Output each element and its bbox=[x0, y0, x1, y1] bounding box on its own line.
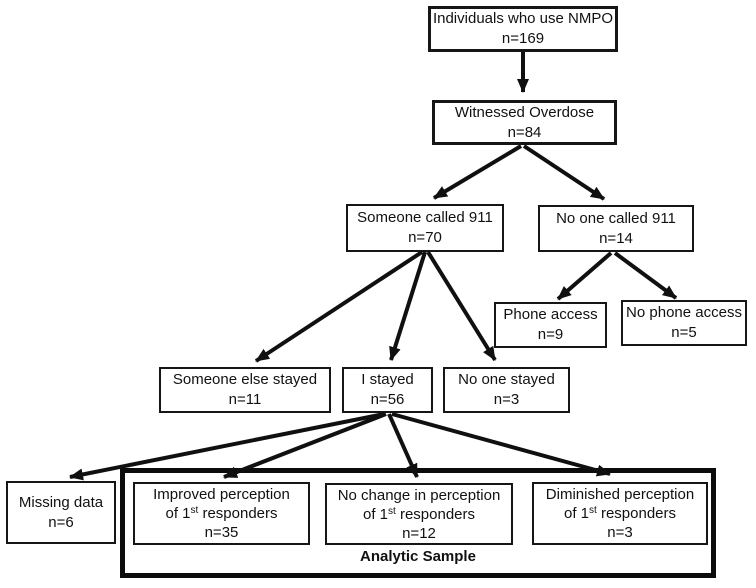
node-count: n=84 bbox=[507, 123, 542, 141]
node-no-change-perception: No change in perception of 1st responder… bbox=[325, 483, 513, 545]
edge-someone-called-to-someone-else-stayed bbox=[254, 250, 424, 363]
node-count: n=70 bbox=[408, 229, 442, 246]
node-no-one-stayed: No one stayed n=3 bbox=[443, 367, 570, 413]
node-no-one-called-911: No one called 911 n=14 bbox=[538, 205, 694, 252]
node-label: Diminished perception bbox=[545, 486, 695, 503]
node-label: Individuals who use NMPO bbox=[432, 10, 614, 27]
node-phone-access: Phone access n=9 bbox=[494, 302, 607, 348]
node-sublabel: of 1st responders bbox=[165, 505, 278, 522]
node-label: I stayed bbox=[361, 371, 414, 388]
node-sublabel: of 1st responders bbox=[362, 505, 476, 523]
node-label: Witnessed Overdose bbox=[454, 103, 595, 121]
ordinal-superscript: st bbox=[388, 505, 396, 517]
node-sublabel: of 1st responders bbox=[563, 505, 677, 522]
ordinal-superscript: st bbox=[190, 505, 199, 516]
edge-someone-called-to-no-one-stayed bbox=[426, 250, 497, 362]
edge-witnessed-to-someone-called bbox=[432, 144, 523, 200]
edge-no-one-called-to-phone-access bbox=[556, 251, 613, 301]
node-count: n=3 bbox=[607, 524, 633, 541]
edge-no-one-called-to-no-phone-access bbox=[613, 251, 678, 300]
edge-witnessed-to-no-one-called bbox=[522, 144, 606, 201]
node-label: No change in perception bbox=[337, 486, 501, 504]
node-no-phone-access: No phone access n=5 bbox=[621, 300, 747, 346]
node-label: Improved perception bbox=[153, 486, 290, 503]
node-label: No phone access bbox=[626, 304, 742, 321]
node-label: No one stayed bbox=[458, 371, 555, 388]
edge-i-stayed-to-diminished-perception bbox=[391, 412, 611, 477]
node-someone-else-stayed: Someone else stayed n=11 bbox=[159, 367, 331, 413]
node-label: Missing data bbox=[18, 493, 104, 511]
node-individuals-nmpo: Individuals who use NMPO n=169 bbox=[428, 6, 618, 52]
node-count: n=35 bbox=[204, 524, 239, 541]
node-witnessed-overdose: Witnessed Overdose n=84 bbox=[432, 100, 617, 145]
node-label: Someone called 911 bbox=[357, 209, 493, 226]
node-count: n=14 bbox=[599, 229, 633, 247]
node-label: No one called 911 bbox=[556, 209, 676, 227]
node-someone-called-911: Someone called 911 n=70 bbox=[346, 204, 504, 252]
node-count: n=5 bbox=[671, 324, 697, 341]
node-missing-data: Missing data n=6 bbox=[6, 481, 116, 544]
node-label: Phone access bbox=[503, 306, 598, 323]
node-count: n=169 bbox=[501, 30, 545, 47]
node-count: n=56 bbox=[370, 391, 405, 408]
node-label: Someone else stayed bbox=[172, 371, 318, 388]
node-count: n=6 bbox=[48, 513, 74, 531]
analytic-sample-label: Analytic Sample bbox=[360, 548, 476, 565]
node-i-stayed: I stayed n=56 bbox=[342, 367, 433, 413]
node-diminished-perception: Diminished perception of 1st responders … bbox=[532, 482, 708, 545]
node-count: n=9 bbox=[537, 326, 564, 343]
node-count: n=12 bbox=[402, 524, 436, 542]
ordinal-superscript: st bbox=[589, 505, 597, 516]
edge-someone-called-to-i-stayed bbox=[389, 251, 427, 361]
node-count: n=11 bbox=[228, 391, 262, 408]
node-improved-perception: Improved perception of 1st responders n=… bbox=[133, 482, 310, 545]
node-count: n=3 bbox=[493, 391, 520, 408]
